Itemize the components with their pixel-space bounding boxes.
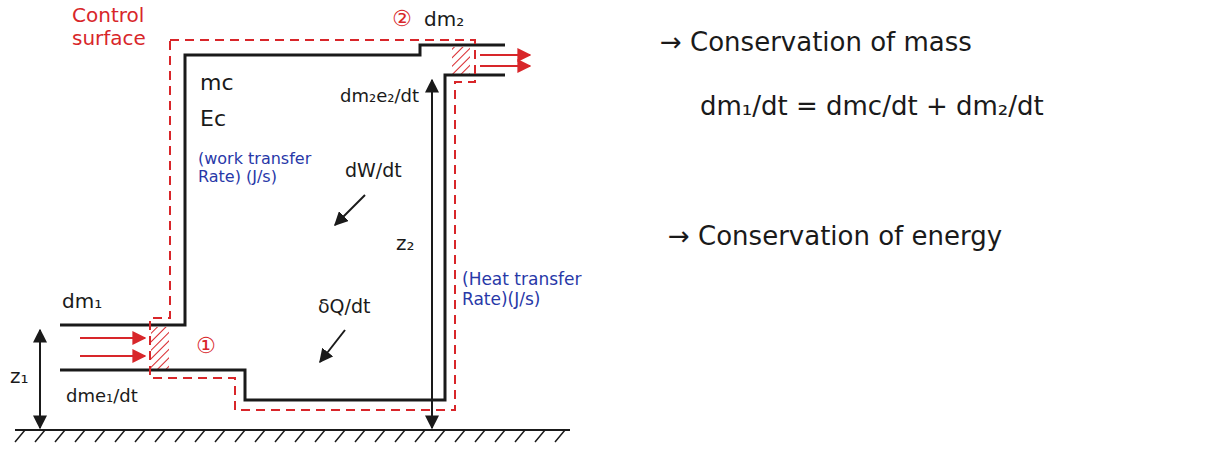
outflow-arrow (480, 54, 530, 56)
section-heading: → Conservation of energy (668, 222, 1002, 252)
device-wall (60, 45, 505, 400)
energy-flow-label: dme₁/dt (66, 386, 138, 407)
section-heading: → Conservation of mass (660, 28, 972, 58)
mass-label: dm₁ (62, 290, 102, 313)
mass-label: mc (200, 70, 234, 95)
section-number: ② (392, 6, 412, 31)
ground-line (15, 429, 570, 431)
work-rate-note: (work transfer Rate) (J/s) (198, 150, 338, 187)
mass-label: dm₂ (424, 8, 464, 31)
work-label: dW/dt (345, 160, 402, 182)
elevation-label: z₂ (396, 232, 415, 255)
section-number: ① (196, 333, 216, 358)
heat-label: δQ/dt (318, 296, 371, 318)
inlet-section (151, 327, 169, 369)
control-surface-label: Control surface (72, 4, 167, 50)
control-surface (150, 40, 475, 410)
heat-rate-note: (Heat transfer Rate)(J/s) (462, 270, 627, 309)
elevation-dimension (39, 330, 41, 428)
work-arrow (335, 195, 365, 225)
heat-arrow (320, 330, 345, 362)
mass-balance-equation: dm₁/dt = dmc/dt + dm₂/dt (700, 92, 1044, 122)
energy-flow-label: dm₂e₂/dt (340, 86, 419, 107)
energy-label: Ec (200, 106, 226, 131)
ground-hatch (15, 430, 565, 442)
elevation-label: z₁ (10, 365, 29, 388)
outflow-arrow (480, 65, 530, 67)
inflow-arrow (80, 337, 145, 339)
inflow-arrow (80, 355, 145, 357)
elevation-dimension (431, 80, 433, 428)
outlet-section (452, 47, 470, 74)
